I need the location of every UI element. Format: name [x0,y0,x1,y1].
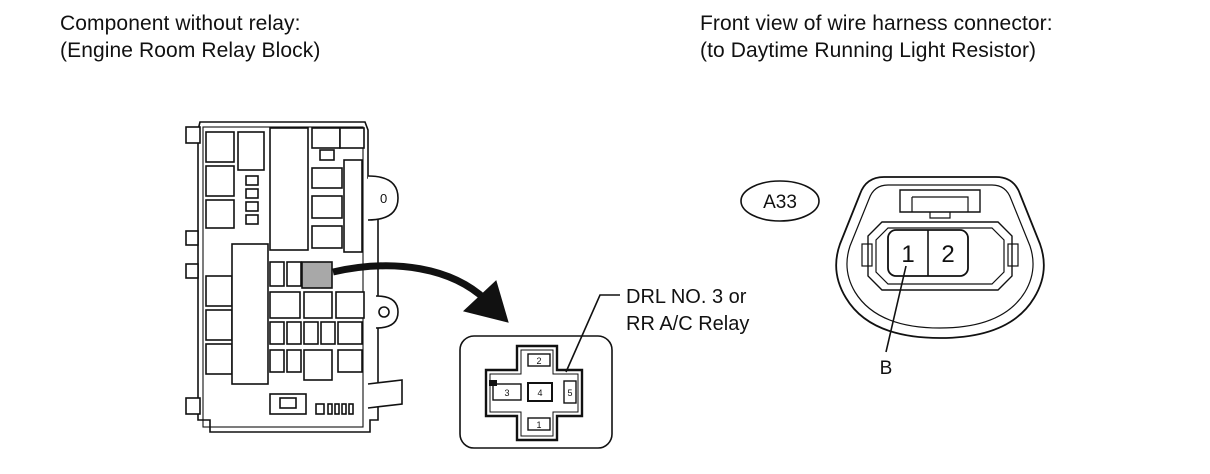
pointer-arrow [332,262,489,303]
terminal-5-label: 5 [567,388,572,398]
relay-label-leader [565,294,620,373]
engine-room-relay-block [185,121,403,433]
relay-socket-view [459,335,613,449]
pointer-arrowhead [462,280,509,323]
connector-code-badge [740,180,820,222]
pin-callout-label: B [880,358,893,379]
pin-callout-leader [885,265,907,353]
right-caption-line2: (to Daytime Running Light Resistor) [700,39,1037,62]
relay-label-line2: RR A/C Relay [626,313,749,335]
right-caption: Front view of wire harness connector: (t… [700,10,1053,64]
terminal-1-label: 1 [536,420,541,430]
terminal-3-label: 3 [504,388,509,398]
terminal-2-label: 2 [536,356,541,366]
connector-pin-1: 1 [901,241,914,268]
block-side-mark: 0 [380,191,387,206]
harness-connector [835,176,1045,339]
left-caption-line1: Component without relay: [60,12,301,35]
relay-position-highlight [301,261,333,289]
relay-label-line1: DRL NO. 3 or [626,286,747,308]
left-caption-line2: (Engine Room Relay Block) [60,39,321,62]
left-caption: Component without relay: (Engine Room Re… [60,10,320,64]
terminal-4-label: 4 [537,388,542,398]
right-caption-line1: Front view of wire harness connector: [700,12,1053,35]
connector-pin-2: 2 [941,241,954,268]
connector-code: A33 [763,192,797,213]
